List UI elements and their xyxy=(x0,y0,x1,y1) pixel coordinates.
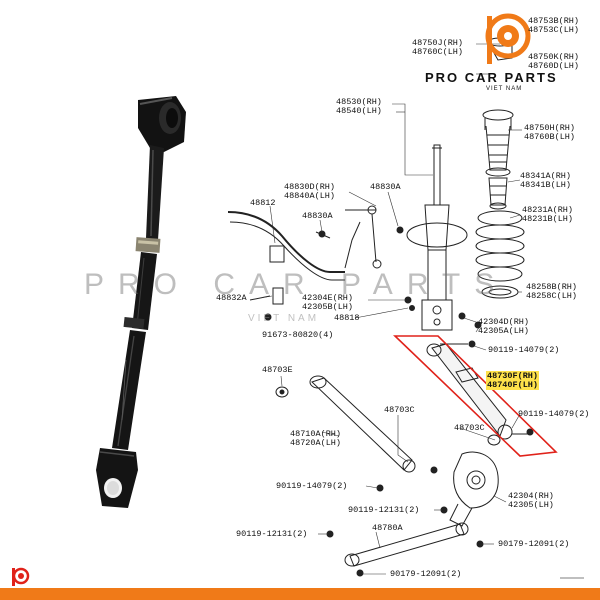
part-label-48341B: 48341B(LH) xyxy=(520,180,572,190)
part-label-48740F-text: 48740F(LH) xyxy=(486,380,540,390)
watermark-text: PRO CAR PARTS xyxy=(84,268,509,301)
part-label-42304D: 42304D(RH) xyxy=(478,317,530,327)
part-label-90179-12091-low: 90179-12091(2) xyxy=(390,569,462,579)
part-label-48832A: 48832A xyxy=(216,293,247,303)
watermark-subtext: VIET NAM xyxy=(248,313,320,324)
part-label-48760D: 48760D(LH) xyxy=(528,61,580,71)
part-label-90119-14079-left: 90119-14079(2) xyxy=(276,481,348,491)
leader-lines xyxy=(259,43,522,575)
procarparts-logo-icon xyxy=(485,13,531,64)
part-label-48753C: 48753C(LH) xyxy=(528,25,580,35)
part-label-48812: 48812 xyxy=(250,198,276,208)
part-label-90119-12131-mid: 90119-12131(2) xyxy=(348,505,420,515)
part-label-48231A: 48231A(RH) xyxy=(522,205,574,215)
lower-arms-drawing xyxy=(275,340,534,577)
part-label-90179-12091-right: 90179-12091(2) xyxy=(498,539,570,549)
part-label-48750K: 48750K(RH) xyxy=(528,52,580,62)
brand-subtitle: VIET NAM xyxy=(486,86,523,92)
part-label-42305: 42305(LH) xyxy=(508,500,554,510)
part-label-48780A: 48780A xyxy=(372,523,403,533)
control-arm-photo xyxy=(96,96,186,508)
part-label-48710A: 48710A(RH) xyxy=(290,429,342,439)
part-label-48530: 48530(RH) xyxy=(336,97,382,107)
part-label-48258C: 48258C(LH) xyxy=(526,291,578,301)
part-label-90119-14079-right: 90119-14079(2) xyxy=(518,409,590,419)
part-label-48730F: 48730F(RH) xyxy=(486,371,540,381)
part-label-48703E: 48703E xyxy=(262,365,293,375)
part-label-48231B: 48231B(LH) xyxy=(522,214,574,224)
part-label-48703C-lower: 48703C xyxy=(454,423,485,433)
part-label-48720A: 48720A(LH) xyxy=(290,438,342,448)
footer-accent-bar xyxy=(0,588,600,600)
part-label-48341A: 48341A(RH) xyxy=(520,171,572,181)
part-label-48830A-upper: 48830A xyxy=(370,182,401,192)
footer-logo-icon xyxy=(12,567,30,586)
part-label-48760B: 48760B(LH) xyxy=(524,132,576,142)
part-label-48830D: 48830D(RH) xyxy=(284,182,336,192)
part-label-48760C: 48760C(LH) xyxy=(412,47,464,57)
brand-name: PRO CAR PARTS xyxy=(425,70,558,85)
part-label-48750H: 48750H(RH) xyxy=(524,123,576,133)
part-label-42304: 42304(RH) xyxy=(508,491,554,501)
part-label-42304E: 42304E(RH) xyxy=(302,293,354,303)
strut-assembly-drawing xyxy=(227,37,525,331)
part-label-48740F: 48740F(LH) xyxy=(486,380,540,390)
part-label-90119-14079-top: 90119-14079(2) xyxy=(488,345,560,355)
part-label-48830A-lower: 48830A xyxy=(302,211,333,221)
part-label-48703C-upper: 48703C xyxy=(384,405,415,415)
part-label-48258B: 48258B(RH) xyxy=(526,282,578,292)
highlight-box xyxy=(393,335,558,457)
part-label-42305B: 42305B(LH) xyxy=(302,302,354,312)
part-label-48730F-text: 48730F(RH) xyxy=(486,371,540,381)
part-label-48840A: 48840A(LH) xyxy=(284,191,336,201)
part-label-42305A: 42305A(LH) xyxy=(478,326,530,336)
part-label-48750J: 48750J(RH) xyxy=(412,38,464,48)
part-label-48818: 48818 xyxy=(334,313,360,323)
part-label-91673-80820: 91673-80820(4) xyxy=(262,330,334,340)
part-label-90119-12131-low: 90119-12131(2) xyxy=(236,529,308,539)
part-label-48540: 48540(LH) xyxy=(336,106,382,116)
part-label-48753B: 48753B(RH) xyxy=(528,16,580,26)
